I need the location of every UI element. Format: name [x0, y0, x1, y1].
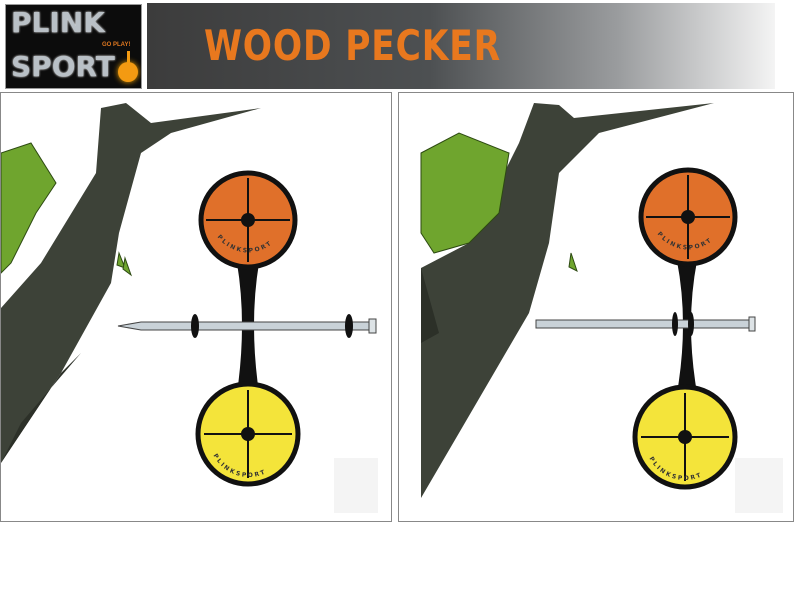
title-banner: WOOD PECKER — [147, 3, 775, 89]
logo-text-sport: SPORT — [11, 50, 115, 83]
bottom-plate-yellow: PLINKSPORT — [632, 384, 738, 490]
tree-icon — [1, 103, 261, 463]
logo-tagline: GO PLAY! — [102, 42, 131, 48]
illustration-left: PLINKSPORT PLINKSPORT — [1, 103, 378, 513]
leaves-icon — [420, 132, 578, 272]
steel-pin — [117, 314, 377, 338]
target-assembly: PLINKSPORT PLINKSPORT — [535, 167, 756, 490]
logo-target-stem — [127, 51, 130, 63]
product-view-left: PLINKSPORT PLINKSPORT — [0, 92, 392, 522]
steel-pin — [535, 312, 756, 336]
product-title: WOOD PECKER — [204, 21, 501, 70]
target-assembly: PLINKSPORT PLINKSPORT — [117, 170, 377, 487]
logo-text-plink: PLINK — [11, 6, 105, 39]
plinksport-logo: PLINK SPORT GO PLAY! — [5, 4, 142, 89]
top-plate-orange: PLINKSPORT — [198, 170, 298, 270]
logo-target-icon — [118, 62, 138, 82]
leaves-icon — [1, 142, 133, 277]
illustration-right: PLINKSPORT PLINKSPORT — [420, 103, 783, 513]
top-plate-orange: PLINKSPORT — [638, 167, 738, 267]
bottom-plate-yellow: PLINKSPORT — [195, 381, 301, 487]
product-view-right: PLINKSPORT PLINKSPORT — [398, 92, 794, 522]
